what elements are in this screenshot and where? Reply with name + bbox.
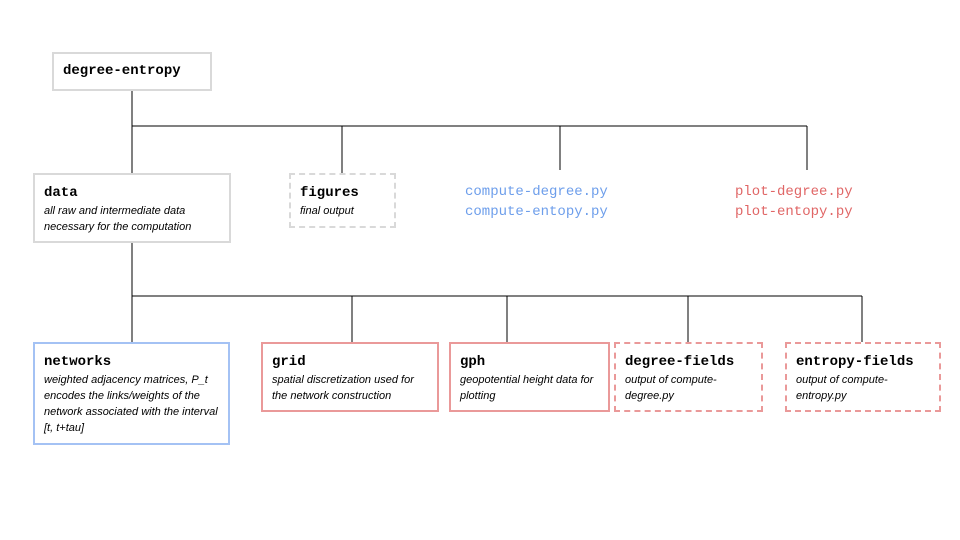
figures-description: final output bbox=[300, 205, 354, 217]
degree-fields-node: degree-fields output of compute-degree.p… bbox=[614, 342, 763, 412]
plot-entropy-script: plot-entopy.py bbox=[735, 204, 853, 220]
data-title: data bbox=[44, 185, 78, 201]
figures-node: figures final output bbox=[289, 173, 396, 228]
networks-title: networks bbox=[44, 354, 112, 370]
plot-degree-script: plot-degree.py bbox=[735, 184, 853, 200]
entropy-fields-description: output of compute-entropy.py bbox=[796, 374, 888, 402]
grid-node: grid spatial discretization used for the… bbox=[261, 342, 439, 412]
root-node: degree-entropy bbox=[52, 52, 212, 91]
data-description: all raw and intermediate data necessary … bbox=[44, 205, 192, 233]
networks-description: weighted adjacency matrices, P_t encodes… bbox=[44, 374, 218, 434]
root-title: degree-entropy bbox=[63, 63, 181, 79]
grid-title: grid bbox=[272, 354, 306, 370]
grid-description: spatial discretization used for the netw… bbox=[272, 374, 414, 402]
compute-degree-script: compute-degree.py bbox=[465, 184, 608, 200]
gph-description: geopotential height data for plotting bbox=[460, 374, 594, 402]
degree-fields-description: output of compute-degree.py bbox=[625, 374, 717, 402]
entropy-fields-node: entropy-fields output of compute-entropy… bbox=[785, 342, 941, 412]
gph-node: gph geopotential height data for plottin… bbox=[449, 342, 610, 412]
gph-title: gph bbox=[460, 354, 486, 370]
data-node: data all raw and intermediate data neces… bbox=[33, 173, 231, 243]
figures-title: figures bbox=[300, 185, 359, 201]
degree-fields-title: degree-fields bbox=[625, 354, 735, 370]
entropy-fields-title: entropy-fields bbox=[796, 354, 914, 370]
compute-entropy-script: compute-entopy.py bbox=[465, 204, 608, 220]
networks-node: networks weighted adjacency matrices, P_… bbox=[33, 342, 230, 445]
